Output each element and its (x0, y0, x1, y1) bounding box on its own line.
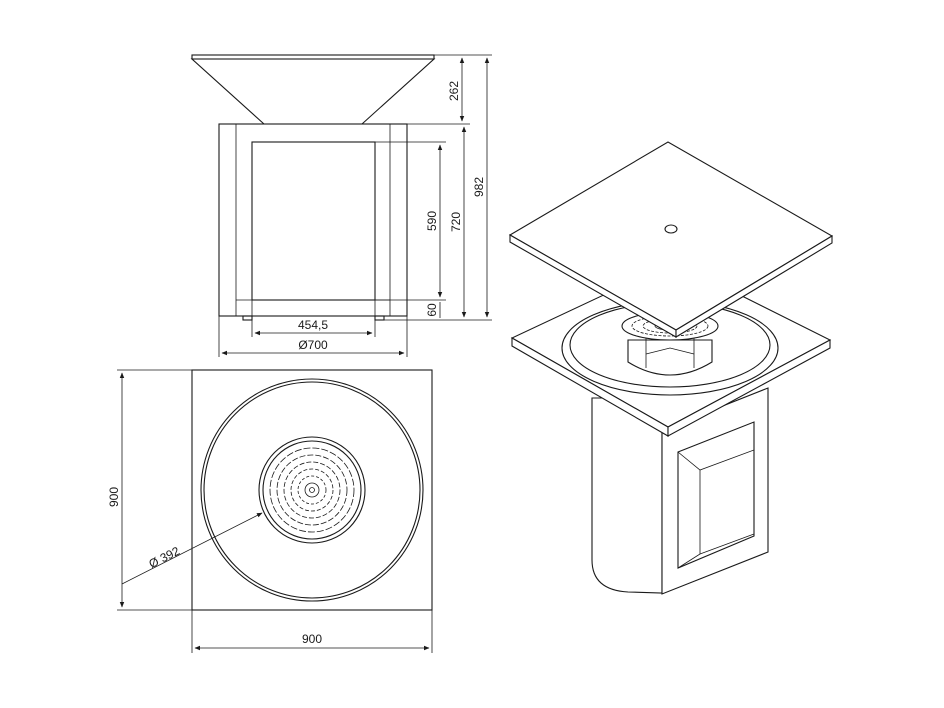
grate-ring-5 (297, 475, 327, 505)
front-top-plate (191, 54, 435, 60)
iso-box-opening (677, 421, 755, 569)
dim-label-900-depth: 900 (107, 487, 121, 507)
dim-label-720: 720 (449, 212, 463, 232)
front-foot-right (374, 315, 385, 321)
front-opening (251, 141, 376, 301)
grate-rim-outer (258, 436, 366, 544)
dim-label-982: 982 (472, 177, 486, 197)
front-foot-left (242, 315, 253, 321)
iso-cylinder (591, 397, 663, 594)
top-outer-ring-outer (200, 378, 424, 602)
isometric-view (508, 141, 834, 595)
dim-label-700: Ø700 (298, 338, 328, 352)
grate-ring-6 (304, 482, 320, 498)
iso-box-front (661, 387, 769, 595)
dim-leader-392 (121, 512, 263, 585)
grate-ring-3 (283, 461, 341, 519)
iso-bowl-divider-3 (645, 347, 695, 355)
front-view: 262 982 590 720 60 454,5 Ø700 (190, 54, 492, 357)
grate-rim-inner (262, 440, 362, 540)
iso-lid-center-hole (664, 224, 678, 234)
top-outer-ring-inner (203, 381, 421, 599)
grate-ring-4 (290, 468, 334, 512)
front-bowl (190, 58, 436, 125)
dim-label-590: 590 (425, 211, 439, 231)
grate-center (309, 487, 315, 493)
front-body (218, 123, 408, 317)
grate (258, 436, 366, 544)
dim-label-454-5: 454,5 (298, 318, 328, 332)
top-view: 900 900 Ø 392 (107, 369, 433, 653)
dim-label-900-width: 900 (302, 632, 322, 646)
iso-box-opening-inner-top (677, 422, 755, 471)
dim-label-60: 60 (425, 303, 439, 317)
top-square-plate (191, 369, 433, 611)
dim-label-262: 262 (447, 81, 461, 101)
iso-lower-plate-edge-right (667, 339, 831, 437)
grate-ring-2 (276, 454, 348, 526)
iso-box-opening-inner-floor (699, 533, 755, 555)
dim-label-392: Ø 392 (146, 544, 182, 571)
iso-lid-top (508, 141, 834, 331)
grate-ring-1 (269, 447, 355, 533)
iso-bowl-interior (627, 339, 713, 376)
iso-lid-edge-right (675, 235, 833, 338)
